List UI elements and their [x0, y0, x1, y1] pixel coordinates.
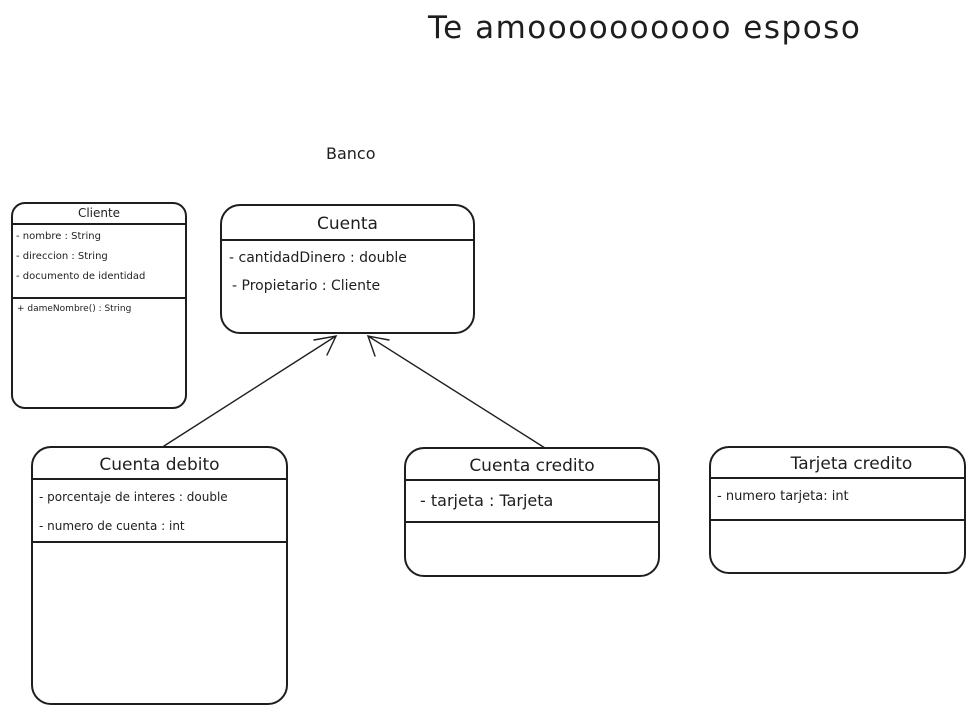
divider: [13, 223, 185, 225]
divider: [711, 477, 964, 479]
attribute: - tarjeta : Tarjeta: [420, 491, 554, 510]
divider: [406, 479, 658, 481]
inheritance-arrowhead-credito: [366, 335, 390, 357]
inheritance-arrowhead-debito: [313, 335, 338, 356]
attribute: - cantidadDinero : double: [229, 250, 407, 266]
attribute: - numero de cuenta : int: [39, 519, 185, 533]
class-name: Tarjeta credito: [790, 454, 913, 474]
attribute: - nombre : String: [16, 231, 101, 242]
diagram-title: Te amoooooooooo esposo: [428, 10, 862, 46]
class-name: Cuenta credito: [469, 456, 595, 476]
class-cuenta-credito[interactable]: Cuenta credito - tarjeta : Tarjeta: [404, 447, 660, 577]
attribute: - Propietario : Cliente: [232, 278, 381, 294]
attribute-list: - cantidadDinero : double - Propietario …: [222, 241, 473, 300]
attribute: - documento de identidad: [16, 271, 146, 282]
divider: [711, 519, 964, 521]
class-name: Cuenta debito: [99, 455, 220, 475]
method: + dameNombre() : String: [17, 304, 132, 314]
attribute: - numero tarjeta: int: [717, 489, 849, 504]
divider: [13, 297, 185, 299]
divider: [406, 521, 658, 523]
attribute-list: - nombre : String - direccion : String -…: [13, 225, 185, 297]
attribute-list: - numero tarjeta: int: [711, 479, 964, 519]
inheritance-line-credito: [367, 335, 546, 449]
package-label: Banco: [326, 144, 376, 163]
class-tarjeta-credito[interactable]: Tarjeta credito - numero tarjeta: int: [709, 446, 966, 574]
divider: [33, 478, 286, 480]
divider: [33, 541, 286, 543]
class-cliente[interactable]: Cliente - nombre : String - direccion : …: [11, 202, 187, 409]
attribute-list: - porcentaje de interes : double - numer…: [33, 480, 286, 541]
attribute-list: - tarjeta : Tarjeta: [406, 481, 658, 521]
method-list: + dameNombre() : String: [13, 299, 185, 319]
class-cuenta-debito[interactable]: Cuenta debito - porcentaje de interes : …: [31, 446, 288, 705]
class-name: Cliente: [77, 206, 121, 220]
class-name: Cuenta: [317, 214, 378, 234]
attribute: - direccion : String: [16, 251, 108, 262]
attribute: - porcentaje de interes : double: [39, 490, 228, 504]
class-cuenta[interactable]: Cuenta - cantidadDinero : double - Propi…: [220, 204, 475, 334]
divider: [222, 239, 473, 241]
inheritance-line-debito: [163, 335, 337, 447]
